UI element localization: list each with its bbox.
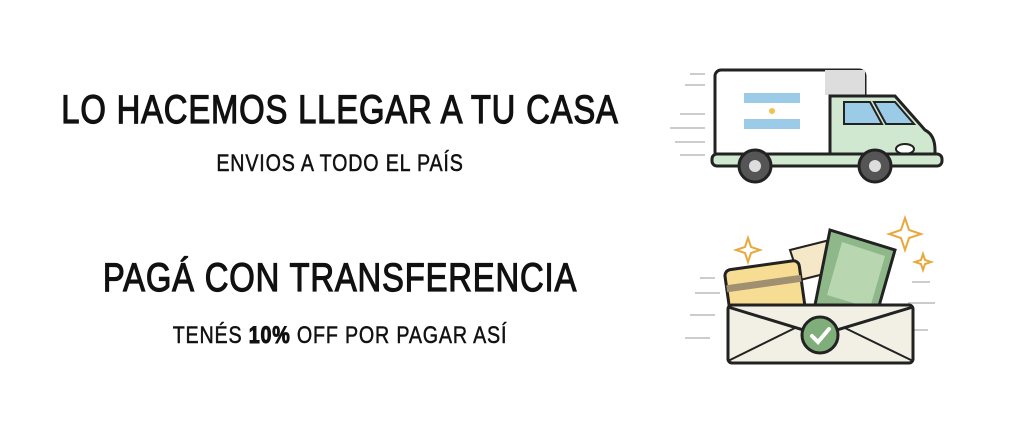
delivery-truck-icon (670, 68, 944, 184)
money-envelope-icon (685, 214, 935, 365)
payment-title: PAGÁ CON TRANSFERENCIA (102, 255, 578, 300)
shipping-title: LO HACEMOS LLEGAR A TU CASA (61, 87, 619, 132)
payment-subtitle: TENÉS 10% OFF POR PAGAR ASÍ (173, 322, 508, 350)
shipping-subtitle: ENVIOS A TODO EL PAÍS (216, 150, 464, 178)
discount-value: 10% (248, 322, 291, 350)
subtitle-suffix: OFF POR PAGAR ASÍ (296, 322, 508, 350)
subtitle-prefix: TENÉS (172, 322, 243, 350)
